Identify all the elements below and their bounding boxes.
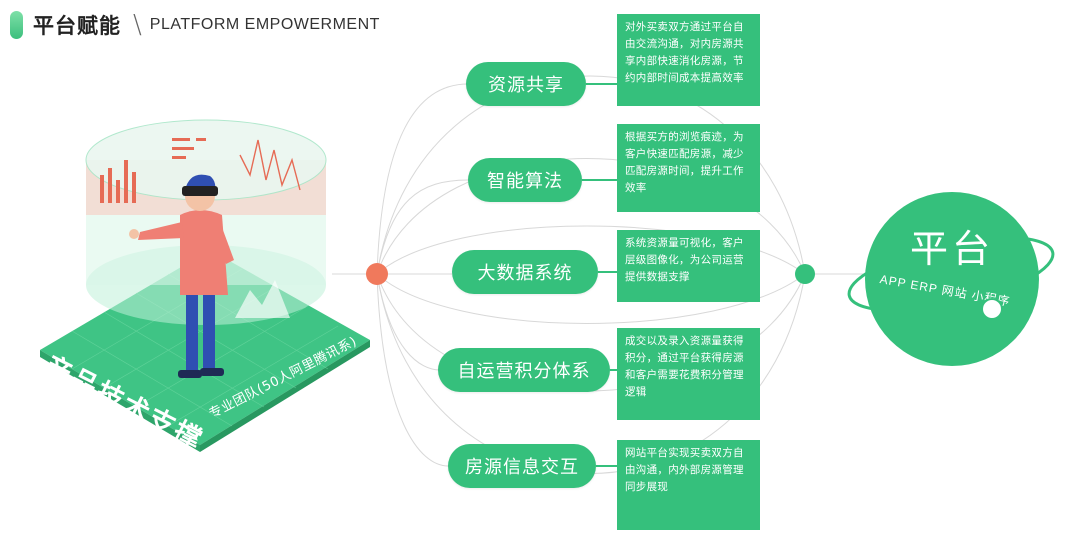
source-hub-dot bbox=[366, 263, 388, 285]
node-listing-interaction: 房源信息交互 bbox=[448, 444, 596, 488]
target-hub-dot bbox=[795, 264, 815, 284]
desc-big-data-system: 系统资源量可视化，客户层级图像化，为公司运营提供数据支撑 bbox=[617, 230, 760, 302]
desc-resource-sharing: 对外买卖双方通过平台自由交流沟通，对内房源共享内部快速消化房源，节约内部时间成本… bbox=[617, 14, 760, 106]
desc-smart-algorithm: 根据买方的浏览痕迹，为客户快速匹配房源，减少匹配房源时间，提升工作效率 bbox=[617, 124, 760, 212]
node-points-system: 自运营积分体系 bbox=[438, 348, 610, 392]
node-big-data-system: 大数据系统 bbox=[452, 250, 598, 294]
node-resource-sharing: 资源共享 bbox=[466, 62, 586, 106]
node-smart-algorithm: 智能算法 bbox=[468, 158, 582, 202]
orbit-dot bbox=[981, 298, 1003, 320]
desc-listing-interaction: 网站平台实现买卖双方自由沟通，内外部房源管理同步展现 bbox=[617, 440, 760, 530]
platform-title: 平台 bbox=[865, 218, 1039, 273]
connector-curves bbox=[332, 76, 868, 474]
desc-points-system: 成交以及录入资源量获得积分，通过平台获得房源和客户需要花费积分管理逻辑 bbox=[617, 328, 760, 420]
